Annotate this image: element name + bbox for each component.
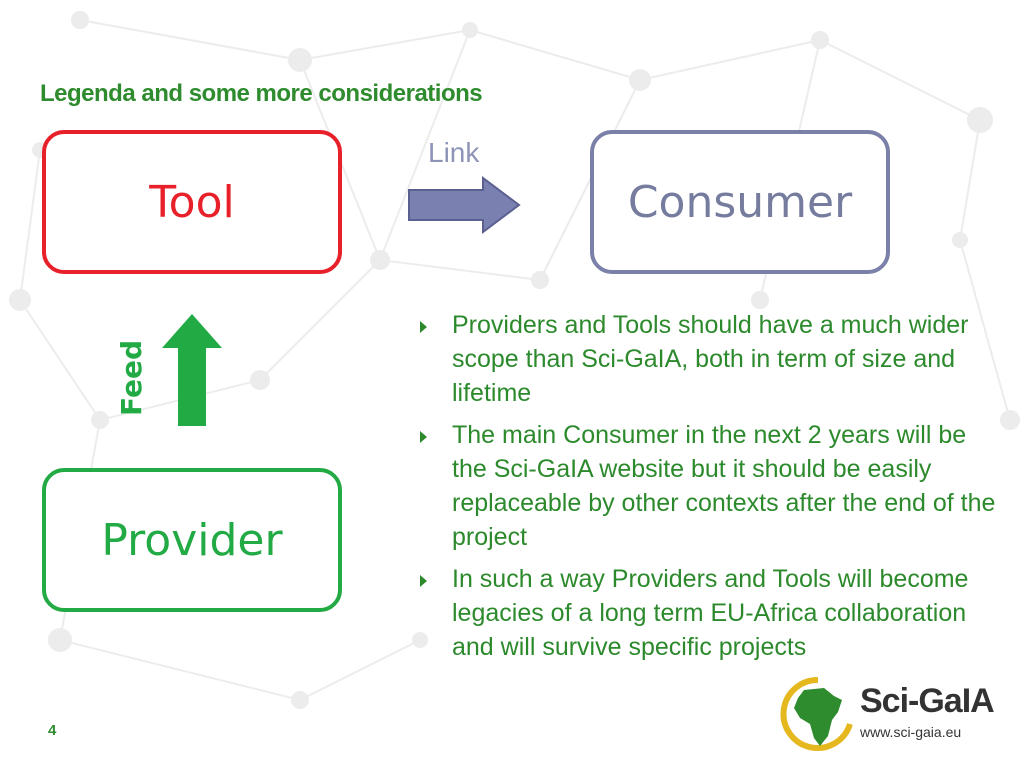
slide-title: Legenda and some more considerations — [40, 80, 483, 107]
list-item: The main Consumer in the next 2 years wi… — [420, 418, 1000, 554]
link-arrow-icon — [408, 176, 521, 234]
logo-name: Sci-GaIA — [860, 682, 995, 720]
sci-gaia-logo: Sci-GaIA www.sci-gaia.eu — [780, 676, 996, 756]
list-item: In such a way Providers and Tools will b… — [420, 562, 1000, 664]
tool-node-label: Tool — [149, 176, 235, 228]
list-item-text: Providers and Tools should have a much w… — [452, 311, 969, 407]
feed-arrow-icon — [162, 314, 222, 426]
list-item-text: In such a way Providers and Tools will b… — [452, 565, 969, 661]
africa-globe-icon — [780, 676, 853, 751]
provider-node-label: Provider — [101, 514, 283, 566]
logo-url[interactable]: www.sci-gaia.eu — [860, 724, 962, 740]
consumer-node-label: Consumer — [627, 176, 853, 228]
considerations-list: Providers and Tools should have a much w… — [420, 308, 1000, 672]
provider-node: Provider — [42, 468, 342, 612]
consumer-node: Consumer — [590, 130, 890, 274]
tool-node: Tool — [42, 130, 342, 274]
list-item-text: The main Consumer in the next 2 years wi… — [452, 421, 996, 551]
feed-edge-label: Feed — [114, 339, 148, 416]
page-number: 4 — [48, 722, 57, 739]
triangle-bullet-icon — [420, 575, 427, 587]
triangle-bullet-icon — [420, 321, 427, 333]
link-edge-label: Link — [428, 137, 480, 168]
list-item: Providers and Tools should have a much w… — [420, 308, 1000, 410]
triangle-bullet-icon — [420, 431, 427, 443]
